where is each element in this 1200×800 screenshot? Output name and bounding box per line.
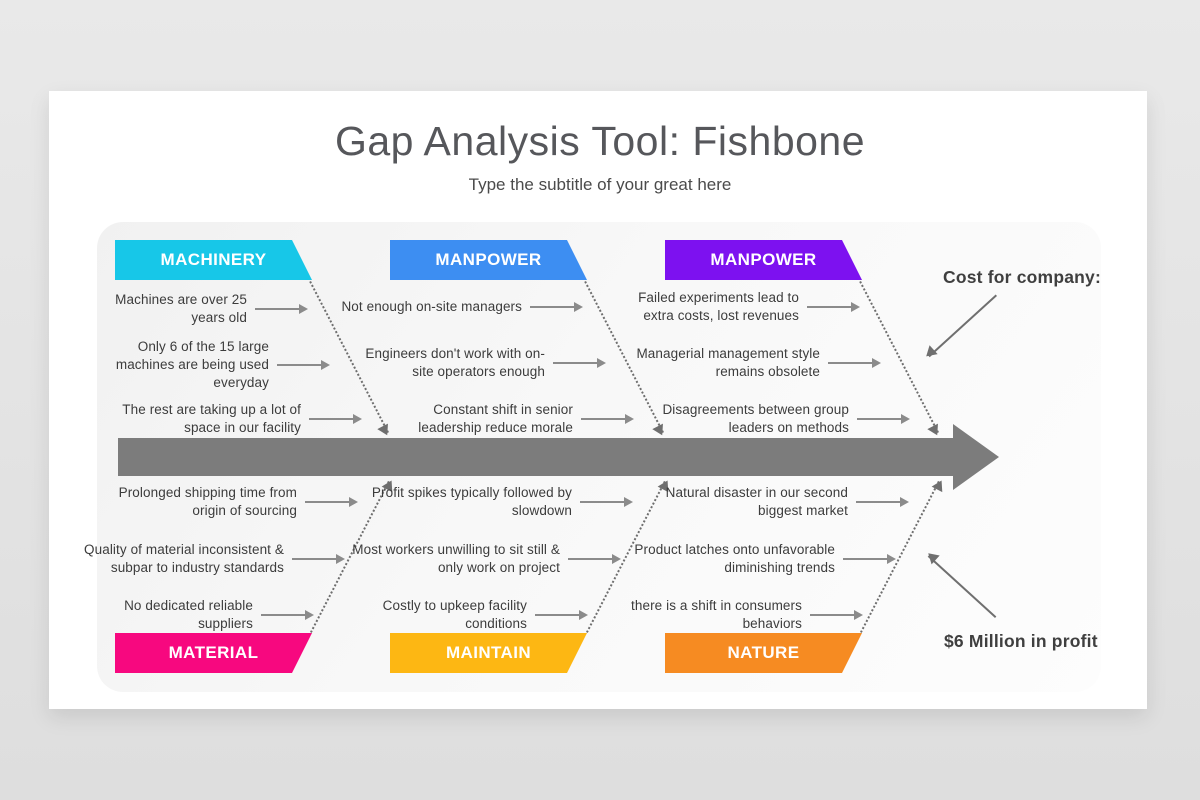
cause-text: Machines are over 25 years old: [115, 292, 247, 325]
effect-label-profit: $6 Million in profit: [944, 631, 1098, 651]
cause-row: Profit spikes typically followed by slow…: [360, 484, 633, 520]
cause-arrow-icon: [807, 301, 860, 312]
category-label: NATURE: [727, 643, 800, 662]
category-banner-manpower-2: MANPOWER: [665, 240, 862, 280]
cause-row: Product latches onto unfavorable diminis…: [603, 541, 896, 577]
cause-arrow-icon: [856, 496, 909, 507]
cause-row: Constant shift in senior leadership redu…: [388, 401, 634, 437]
cause-row: Natural disaster in our second biggest m…: [636, 484, 909, 520]
category-label: MANPOWER: [435, 250, 542, 269]
cause-text: Failed experiments lead to extra costs, …: [638, 290, 799, 323]
cause-text: Prolonged shipping time from origin of s…: [118, 485, 297, 518]
category-banner-nature: NATURE: [665, 633, 862, 673]
cause-row: No dedicated reliable suppliers: [93, 597, 314, 633]
cause-text: Costly to upkeep facility conditions: [382, 598, 527, 631]
cause-text: Engineers don't work with on-site operat…: [365, 346, 545, 379]
cause-text: Product latches onto unfavorable diminis…: [634, 542, 835, 575]
cause-arrow-icon: [255, 303, 308, 314]
cause-arrow-icon: [828, 357, 881, 368]
cause-row: Quality of material inconsistent & subpa…: [52, 541, 345, 577]
cause-row: Disagreements between group leaders on m…: [637, 401, 910, 437]
cause-text: Disagreements between group leaders on m…: [662, 402, 849, 435]
cause-arrow-icon: [581, 413, 634, 424]
spine-arrowhead-icon: [953, 424, 999, 490]
category-banner-maintain: MAINTAIN: [390, 633, 587, 673]
cause-row: Costly to upkeep facility conditions: [349, 597, 588, 633]
page-subtitle: Type the subtitle of your great here: [468, 175, 732, 194]
cause-row: Prolonged shipping time from origin of s…: [89, 484, 358, 520]
category-label: MANPOWER: [710, 250, 817, 269]
cause-arrow-icon: [305, 496, 358, 507]
cause-row: The rest are taking up a lot of space in…: [83, 401, 362, 437]
page-title: Gap Analysis Tool: Fishbone: [334, 118, 866, 164]
cause-text: Only 6 of the 15 large machines are bein…: [115, 339, 269, 390]
cause-text: No dedicated reliable suppliers: [124, 598, 253, 631]
cause-arrow-icon: [309, 413, 362, 424]
category-label: MATERIAL: [168, 643, 259, 662]
cause-arrow-icon: [535, 609, 588, 620]
spine-arrow-shaft: [118, 438, 953, 476]
cause-row: Managerial management style remains obso…: [608, 345, 881, 381]
cause-text: Managerial management style remains obso…: [636, 346, 820, 379]
cause-row: Failed experiments lead to extra costs, …: [604, 289, 860, 325]
cause-text: there is a shift in consumers behaviors: [631, 598, 802, 631]
cause-arrow-icon: [530, 301, 583, 312]
category-banner-machinery: MACHINERY: [115, 240, 312, 280]
cause-arrow-icon: [857, 413, 910, 424]
category-banner-manpower: MANPOWER: [390, 240, 587, 280]
cause-row: there is a shift in consumers behaviors: [602, 597, 863, 633]
cause-text: Most workers unwilling to sit still & on…: [352, 542, 560, 575]
cause-text: Not enough on-site managers: [341, 299, 522, 314]
cause-row: Engineers don't work with on-site operat…: [355, 345, 606, 381]
cause-arrow-icon: [580, 496, 633, 507]
cause-row: Machines are over 25 years old: [82, 291, 308, 327]
cause-text: Natural disaster in our second biggest m…: [665, 485, 848, 518]
cause-arrow-icon: [810, 609, 863, 620]
cause-arrow-icon: [261, 609, 314, 620]
cause-arrow-icon: [843, 553, 896, 564]
category-banner-material: MATERIAL: [115, 633, 312, 673]
category-label: MAINTAIN: [445, 643, 532, 662]
category-label: MACHINERY: [160, 250, 267, 269]
cause-arrow-icon: [277, 359, 330, 370]
cause-row: Not enough on-site managers: [322, 298, 583, 316]
cause-text: Quality of material inconsistent & subpa…: [84, 542, 284, 575]
cause-arrow-icon: [553, 357, 606, 368]
cause-row: Only 6 of the 15 large machines are bein…: [84, 338, 330, 392]
cause-text: Profit spikes typically followed by slow…: [371, 485, 572, 518]
cause-text: Constant shift in senior leadership redu…: [418, 402, 573, 435]
cause-row: Most workers unwilling to sit still & on…: [350, 541, 621, 577]
effect-label-cost: Cost for company:: [943, 267, 1101, 287]
cause-arrow-icon: [568, 553, 621, 564]
cause-text: The rest are taking up a lot of space in…: [122, 402, 301, 435]
cause-arrow-icon: [292, 553, 345, 564]
